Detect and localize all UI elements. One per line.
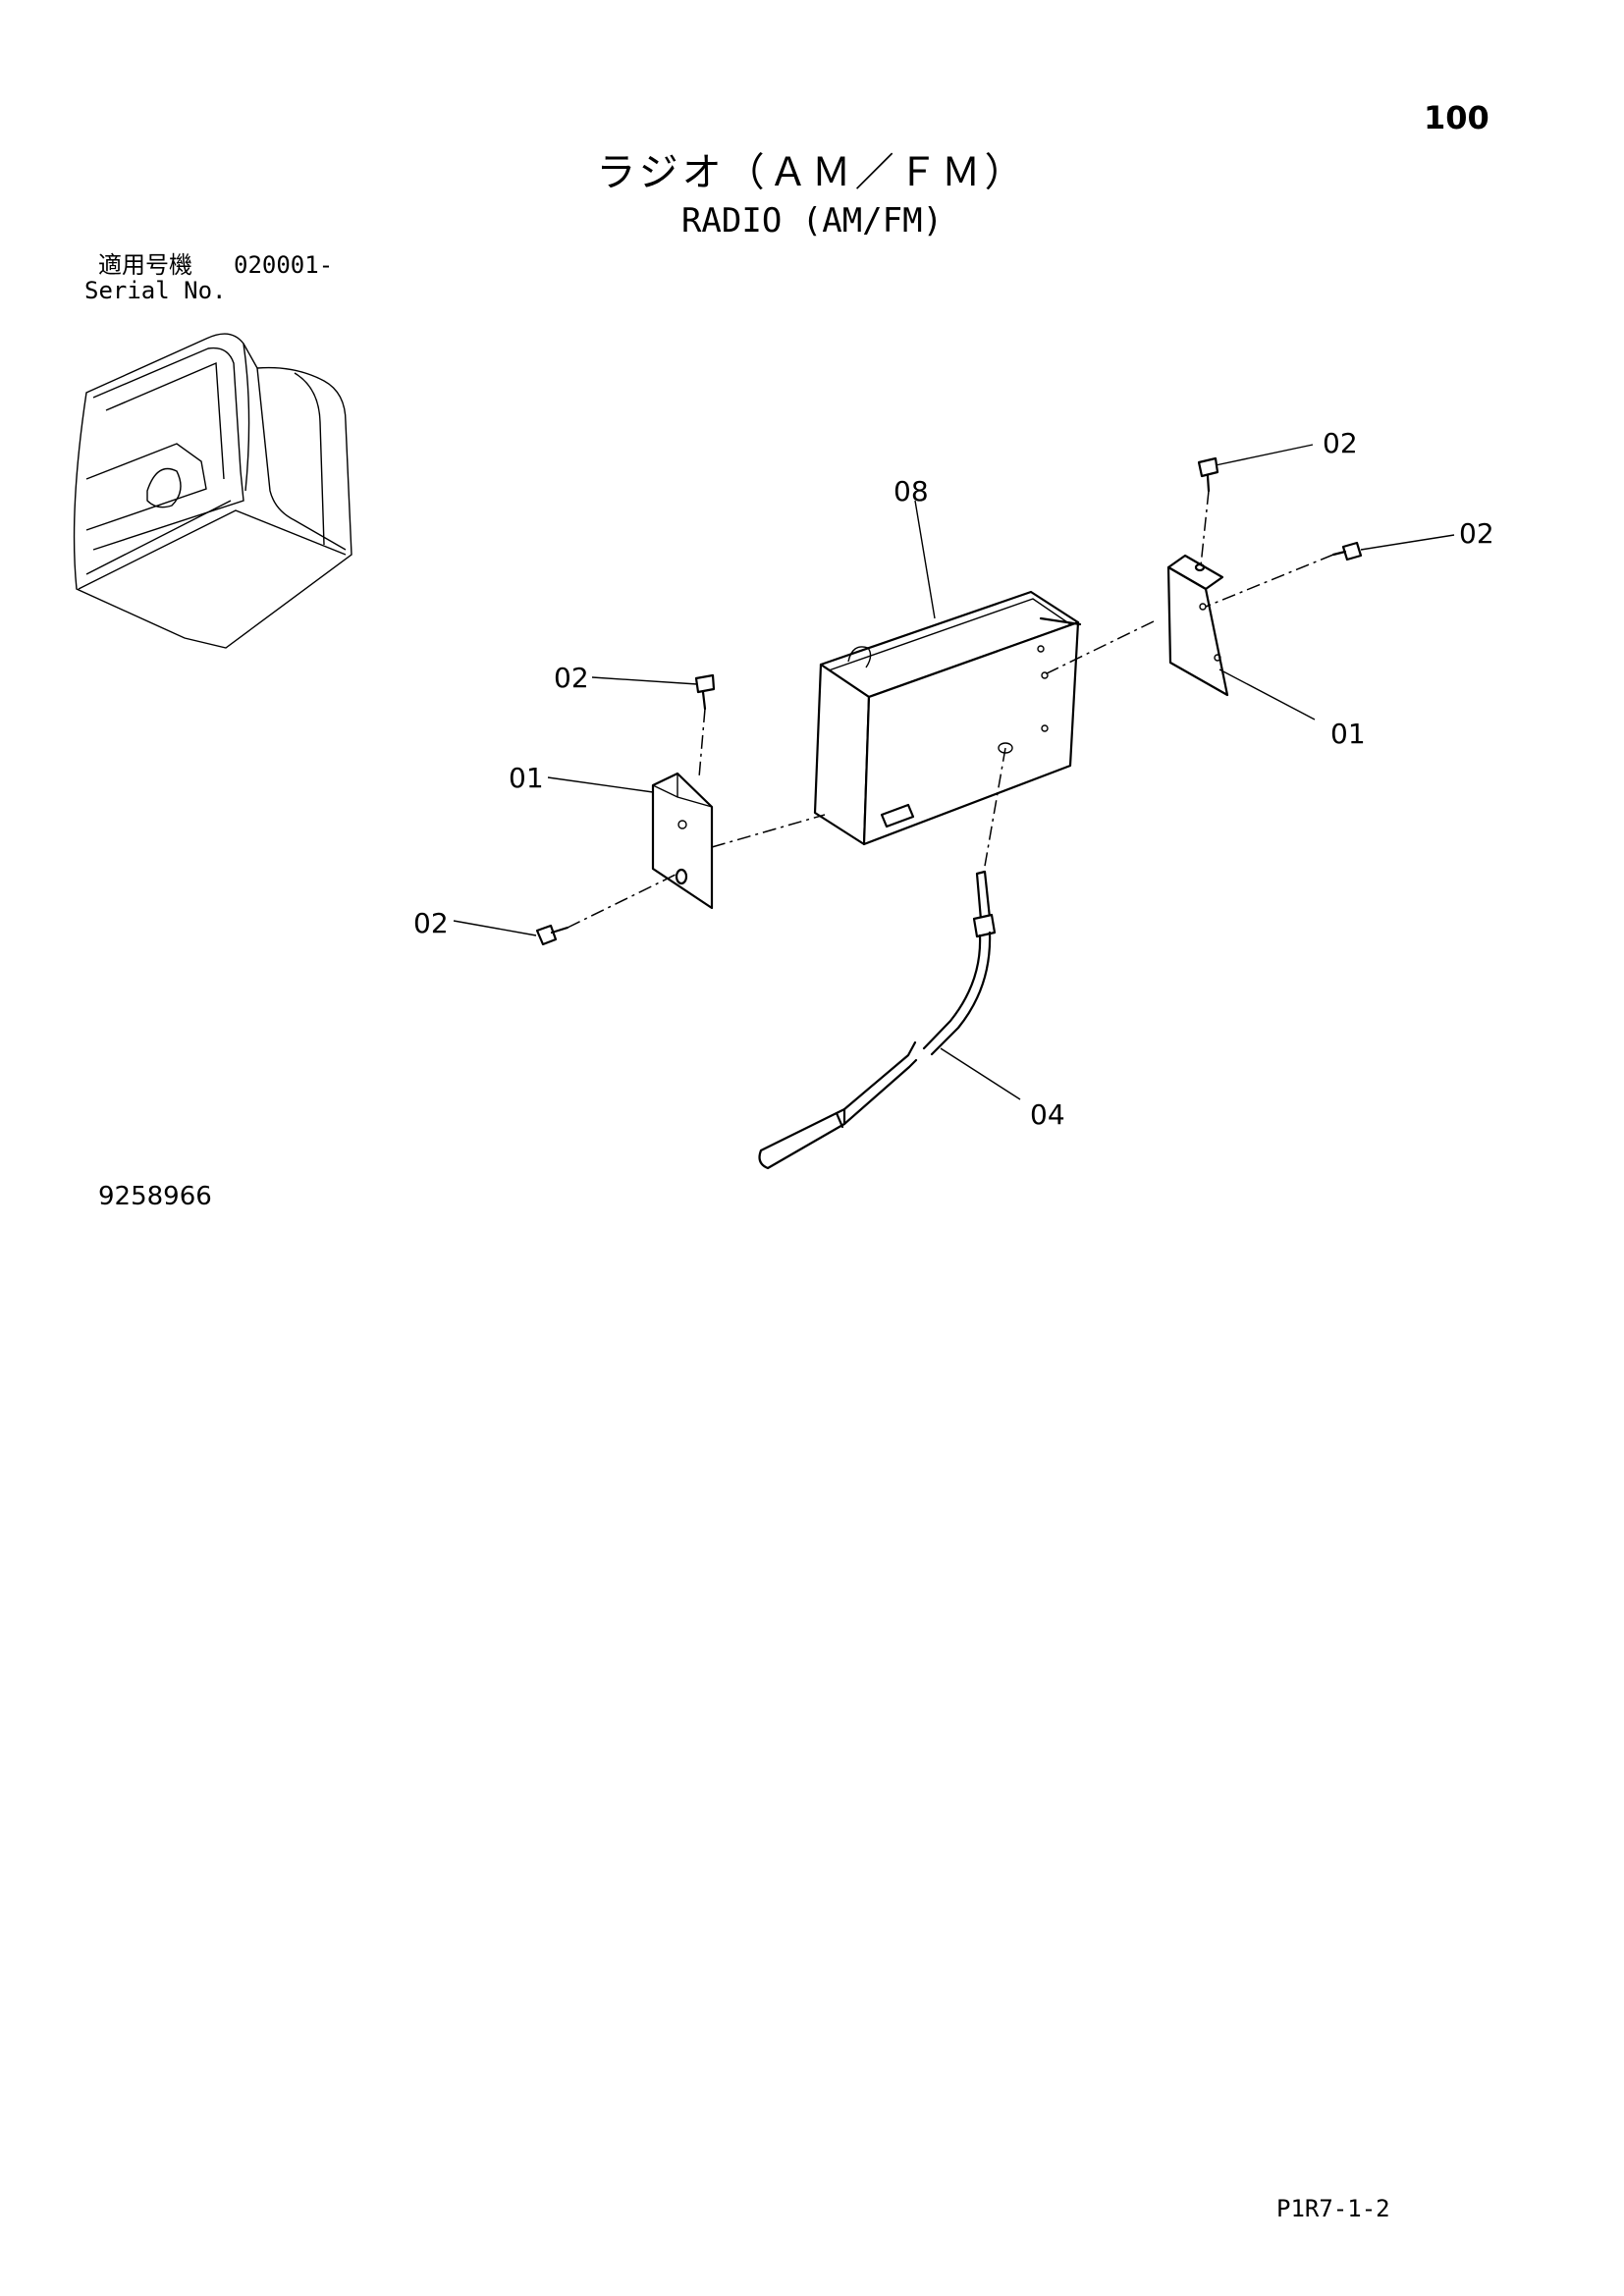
- page-title-japanese: ラジオ（ＡＭ／ＦＭ）: [596, 150, 1028, 195]
- antenna-cable: [758, 870, 997, 1170]
- bolt-left-bottom: [535, 924, 569, 946]
- bolt-right-top: [1197, 456, 1219, 493]
- page-number: 100: [1424, 99, 1489, 136]
- callout-bolt-right-top: 02: [1323, 427, 1358, 459]
- callout-bolt-left-top: 02: [554, 662, 589, 694]
- serial-label-english: Serial No.: [84, 277, 227, 304]
- left-bracket: [651, 772, 714, 910]
- callout-antenna: 04: [1030, 1098, 1065, 1131]
- assembly-lines: [567, 490, 1334, 929]
- page-title-english: RADIO (AM/FM): [680, 201, 944, 240]
- page-code: P1R7-1-2: [1276, 2195, 1390, 2222]
- callout-radio: 08: [893, 475, 929, 507]
- leader-lines: [453, 444, 1455, 1100]
- callout-bracket-right: 01: [1330, 718, 1366, 750]
- serial-number-value: 020001-: [234, 251, 334, 279]
- bolt-left-top: [694, 673, 716, 711]
- radio-unit: [813, 590, 1082, 846]
- right-bracket: [1166, 554, 1229, 697]
- bolt-right-side: [1331, 541, 1363, 561]
- callout-bracket-left: 01: [509, 762, 544, 794]
- callout-bolt-left-bottom: 02: [413, 907, 449, 939]
- callout-bolt-right-side: 02: [1459, 517, 1494, 550]
- serial-label-japanese: 適用号機: [98, 251, 192, 279]
- cab-locator-sketch: [73, 333, 352, 649]
- figure-number: 9258966: [98, 1182, 212, 1211]
